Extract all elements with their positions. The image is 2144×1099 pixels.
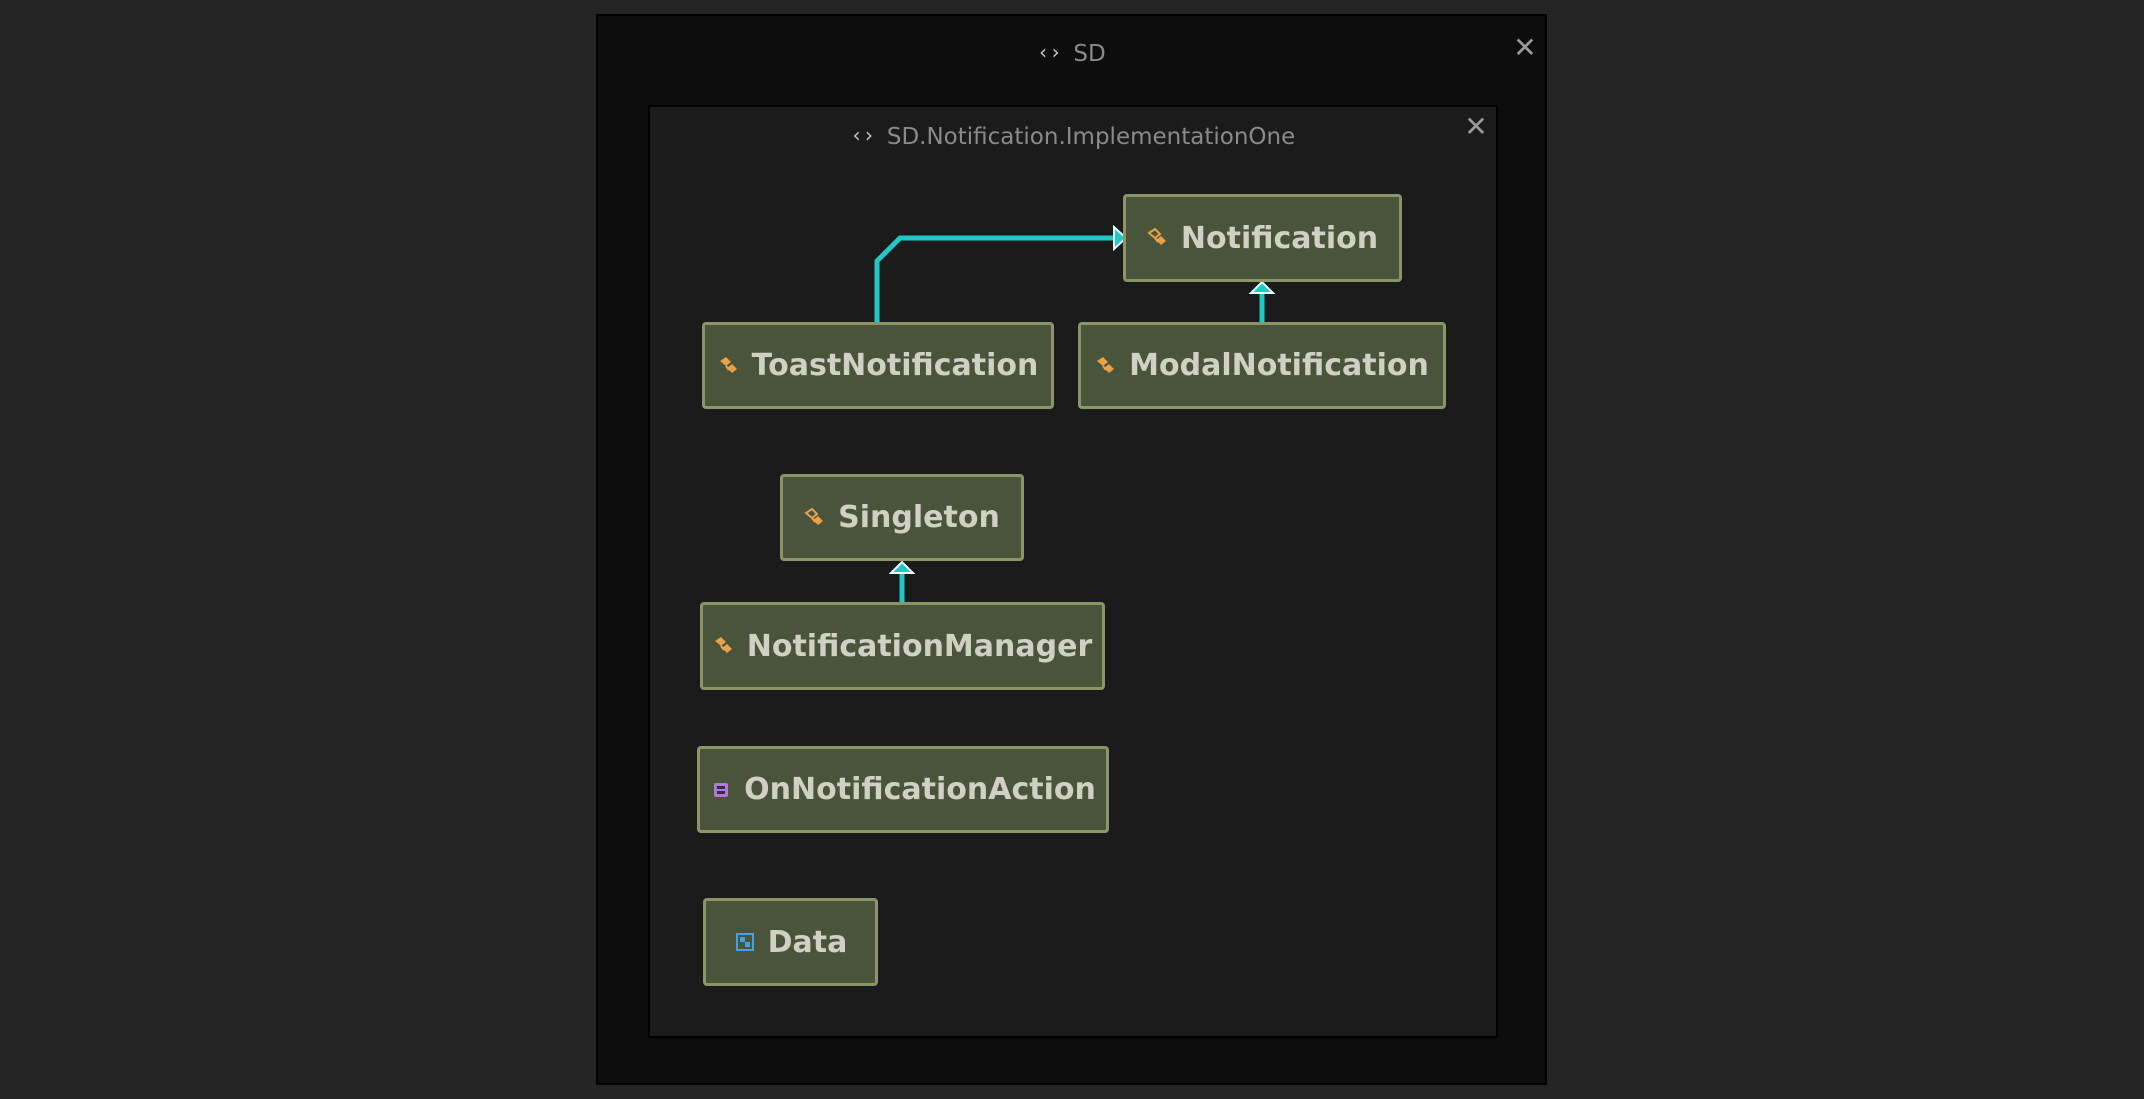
namespace-icon: ‹›	[850, 123, 875, 147]
node-data[interactable]: Data	[703, 898, 878, 986]
struct-icon	[735, 933, 754, 951]
node-label: Data	[767, 924, 848, 960]
node-label: ToastNotification	[751, 348, 1039, 383]
node-notification-manager[interactable]: NotificationManager	[700, 602, 1105, 690]
node-label: NotificationManager	[746, 628, 1093, 664]
node-label: Notification	[1180, 220, 1379, 256]
outer-panel-title-text: SD	[1073, 41, 1106, 67]
delegate-icon	[714, 782, 729, 797]
inner-panel-close-button[interactable]: ✕	[1464, 110, 1488, 143]
abstract-class-icon	[804, 507, 824, 525]
node-singleton[interactable]: Singleton	[780, 474, 1024, 561]
class-icon	[719, 356, 737, 373]
abstract-class-icon	[1147, 227, 1166, 245]
namespace-icon: ‹›	[1037, 40, 1062, 64]
outer-panel-close-button[interactable]: ✕	[1513, 31, 1537, 64]
inner-panel-title-text: SD.Notification.ImplementationOne	[886, 124, 1296, 150]
node-label: Singleton	[838, 500, 1000, 535]
node-on-notification-action[interactable]: OnNotificationAction	[697, 746, 1109, 833]
class-icon	[1097, 356, 1115, 373]
node-modal-notification[interactable]: ModalNotification	[1078, 322, 1446, 409]
node-toast-notification[interactable]: ToastNotification	[702, 322, 1054, 409]
node-label: OnNotificationAction	[744, 772, 1096, 807]
node-label: ModalNotification	[1129, 348, 1429, 383]
outer-panel-title: ‹› SD	[598, 40, 1545, 67]
node-notification[interactable]: Notification	[1123, 194, 1402, 282]
inner-panel-title: ‹› SD.Notification.ImplementationOne	[650, 123, 1496, 150]
class-icon	[714, 637, 732, 653]
